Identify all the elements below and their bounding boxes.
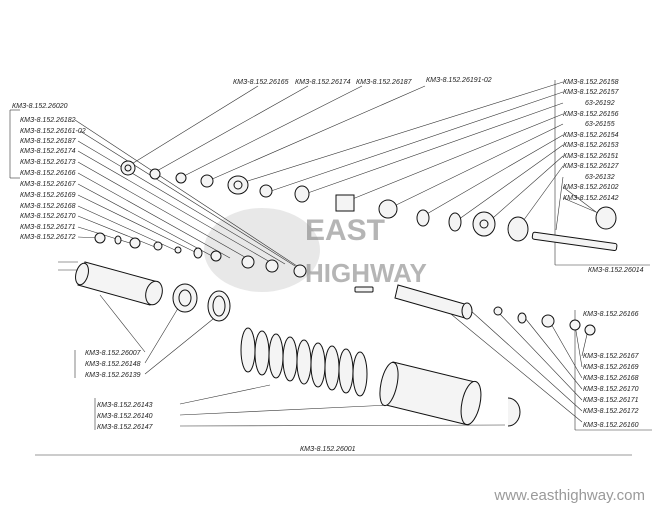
label-top-1: КМЗ-8.152.26165 <box>233 79 289 86</box>
right-leaders <box>234 80 650 266</box>
label-left: КМЗ-8.152.26171 <box>20 224 76 231</box>
label-right-mid: КМЗ-8.152.26014 <box>588 267 644 274</box>
left-bottom-labels: КМЗ-8.152.26143 КМЗ-8.152.26140 КМЗ-8.15… <box>97 402 154 431</box>
watermark-line-2: HIGHWAY <box>305 258 427 288</box>
label-left-bottom: КМЗ-8.152.26140 <box>97 413 153 420</box>
label-right-bottom: КМЗ-8.152.26160 <box>583 422 639 429</box>
left-bottom-leaders <box>94 384 506 430</box>
top-labels: КМЗ-8.152.26165 КМЗ-8.152.26174 КМЗ-8.15… <box>233 77 492 86</box>
watermark-line-1: EAST <box>305 214 385 247</box>
bolt-part <box>354 286 374 293</box>
label-top-3: КМЗ-8.152.26187 <box>356 79 413 86</box>
label-left: КМЗ-8.152.26167 <box>20 181 77 188</box>
label-assembly: КМЗ-8.152.26001 <box>300 446 356 453</box>
label-right: 63-26155 <box>585 121 615 128</box>
label-right: 63-26192 <box>585 100 615 107</box>
label-right: КМЗ-8.152.26153 <box>563 142 619 149</box>
label-right: КМЗ-8.152.26127 <box>563 163 620 170</box>
coil-spring <box>240 327 368 397</box>
label-right: КМЗ-8.152.26102 <box>563 184 619 191</box>
right-bottom-labels: КМЗ-8.152.26166 КМЗ-8.152.26167 КМЗ-8.15… <box>583 311 640 429</box>
label-left: КМЗ-8.152.26172 <box>20 234 76 241</box>
label-left-mid: КМЗ-8.152.26139 <box>85 372 141 379</box>
label-group: КМЗ-8.152.26020 <box>12 103 68 110</box>
pin-rod-part <box>531 231 618 252</box>
left-labels: КМЗ-8.152.26182 КМЗ-8.152.26161-02 КМЗ-8… <box>20 117 86 241</box>
label-right-bottom: КМЗ-8.152.26168 <box>583 375 639 382</box>
washer-part <box>149 168 161 180</box>
label-right: 63-26132 <box>585 174 615 181</box>
label-left: КМЗ-8.152.26166 <box>20 170 76 177</box>
label-left-mid: КМЗ-8.152.26007 <box>85 350 142 357</box>
label-left-bottom: КМЗ-8.152.26147 <box>97 424 154 431</box>
label-right-bottom: КМЗ-8.152.26172 <box>583 408 639 415</box>
label-right: КМЗ-8.152.26154 <box>563 132 619 139</box>
top-leaders <box>129 85 426 181</box>
label-left: КМЗ-8.152.26182 <box>20 117 76 124</box>
label-right: КМЗ-8.152.26142 <box>563 195 619 202</box>
watermark-url: www.easthighway.com <box>493 487 645 504</box>
main-parts <box>58 261 596 427</box>
label-left: КМЗ-8.152.26169 <box>20 192 76 199</box>
left-mid-labels: КМЗ-8.152.26007 КМЗ-8.152.26148 КМЗ-8.15… <box>85 350 142 379</box>
left-bracket <box>9 109 20 179</box>
label-top-2: КМЗ-8.152.26174 <box>295 79 351 86</box>
label-left-bottom: КМЗ-8.152.26143 <box>97 402 153 409</box>
label-left-mid: КМЗ-8.152.26148 <box>85 361 141 368</box>
label-right: КМЗ-8.152.26157 <box>563 89 620 96</box>
label-right-bottom: КМЗ-8.152.26166 <box>583 311 639 318</box>
label-left: КМЗ-8.152.26173 <box>20 159 76 166</box>
right-top-labels: КМЗ-8.152.26158 КМЗ-8.152.26157 63-26192… <box>563 79 620 202</box>
label-left: КМЗ-8.152.26161-02 <box>20 128 86 135</box>
label-right-bottom: КМЗ-8.152.26167 <box>583 353 640 360</box>
label-right: КМЗ-8.152.26158 <box>563 79 619 86</box>
sleeve-tube <box>394 284 469 319</box>
label-top-4: КМЗ-8.152.26191-02 <box>426 77 492 84</box>
bushing-part <box>335 194 355 212</box>
left-mid-leaders <box>74 294 219 378</box>
retaining-clip <box>507 397 521 427</box>
label-left: КМЗ-8.152.26170 <box>20 213 76 220</box>
label-right-bottom: КМЗ-8.152.26169 <box>583 364 639 371</box>
label-right-bottom: КМЗ-8.152.26170 <box>583 386 639 393</box>
label-right-bottom: КМЗ-8.152.26171 <box>583 397 639 404</box>
lower-small-parts <box>94 232 374 293</box>
upper-row-parts <box>120 160 618 252</box>
label-right: КМЗ-8.152.26156 <box>563 111 619 118</box>
watermark: EAST HIGHWAY <box>204 208 427 292</box>
label-left: КМЗ-8.152.26174 <box>20 148 76 155</box>
label-right: КМЗ-8.152.26151 <box>563 153 619 160</box>
label-left: КМЗ-8.152.26168 <box>20 203 76 210</box>
label-left: КМЗ-8.152.26187 <box>20 138 77 145</box>
